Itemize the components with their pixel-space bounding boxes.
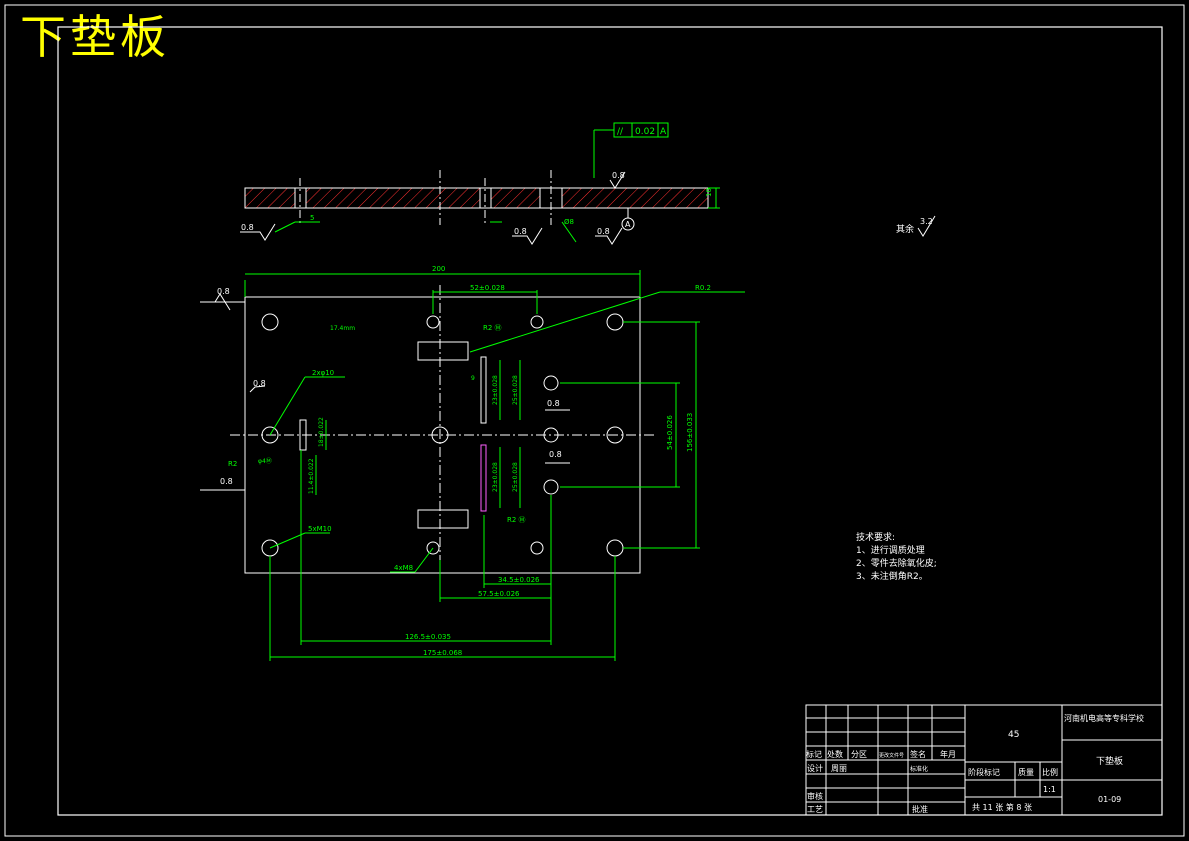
section-body (244, 187, 709, 209)
svg-text:4xM8: 4xM8 (394, 564, 413, 572)
svg-text:比例: 比例 (1042, 767, 1058, 777)
svg-text:标准化: 标准化 (910, 765, 928, 773)
svg-text:R2: R2 (228, 460, 237, 468)
svg-text:0.8: 0.8 (241, 223, 254, 232)
svg-text:工艺: 工艺 (807, 805, 823, 814)
svg-text:34.5±0.026: 34.5±0.026 (498, 576, 540, 584)
inner-frame (57, 26, 1163, 816)
svg-text:标记: 标记 (806, 749, 822, 759)
svg-text:11.4±0.022: 11.4±0.022 (308, 458, 315, 494)
svg-text:0.8: 0.8 (220, 477, 233, 486)
svg-text:54±0.026: 54±0.026 (666, 415, 674, 450)
svg-text:阶段标记: 阶段标记 (968, 767, 1000, 777)
svg-text:0.8: 0.8 (597, 227, 610, 236)
svg-text:更改文件号: 更改文件号 (879, 752, 904, 759)
svg-text:3、未注倒角R2。: 3、未注倒角R2。 (856, 570, 928, 582)
svg-text:5xM10: 5xM10 (308, 525, 332, 533)
drawing-title: 下垫板 (20, 10, 170, 64)
svg-text:0.8: 0.8 (253, 379, 266, 388)
svg-text:1、进行调质处理: 1、进行调质处理 (856, 544, 925, 556)
svg-text:签名: 签名 (910, 749, 926, 759)
svg-text:2xφ10: 2xφ10 (312, 369, 334, 377)
svg-text:φ4Ⓜ: φ4Ⓜ (258, 457, 272, 465)
svg-text:批准: 批准 (912, 804, 928, 814)
svg-text:1:1: 1:1 (1043, 785, 1056, 794)
svg-text:处数: 处数 (827, 749, 843, 759)
svg-text:0.8: 0.8 (612, 171, 625, 180)
svg-text:0.8: 0.8 (514, 227, 527, 236)
tech-requirements: 技术要求: 1、进行调质处理 2、零件去除氧化皮; 3、未注倒角R2。 (856, 531, 937, 582)
dim-thickness: 10 (705, 188, 713, 197)
outer-frame (4, 4, 1185, 837)
svg-text:200: 200 (432, 265, 445, 273)
tolerance-frame (613, 122, 669, 138)
svg-text:分区: 分区 (851, 750, 867, 759)
svg-text://: // (617, 127, 624, 137)
svg-text:A: A (660, 127, 667, 137)
svg-text:18±0.022: 18±0.022 (318, 417, 325, 447)
svg-text:23±0.028: 23±0.028 (492, 462, 499, 492)
svg-text:年月: 年月 (940, 749, 956, 759)
datum-a-symbol (621, 217, 635, 231)
svg-text:0.8: 0.8 (217, 287, 230, 296)
svg-text:9: 9 (471, 375, 475, 382)
svg-text:质量: 质量 (1018, 767, 1034, 777)
svg-text:2、零件去除氧化皮;: 2、零件去除氧化皮; (856, 557, 937, 569)
svg-text:25±0.028: 25±0.028 (512, 375, 519, 405)
svg-text:技术要求:: 技术要求: (856, 531, 895, 543)
svg-text:0.8: 0.8 (549, 450, 562, 459)
svg-text:5: 5 (310, 214, 314, 222)
svg-text:01-09: 01-09 (1098, 795, 1121, 804)
svg-text:河南机电高等专科学校: 河南机电高等专科学校 (1064, 713, 1144, 723)
section-view: 10 // 0.02 A A 0.8 0.8 0.8 0.8 5 Ø8 (240, 122, 720, 245)
svg-text:设计: 设计 (807, 763, 823, 773)
plan-view: 200 52±0.028 R0.2 R2 Ⓜ R2 Ⓜ (200, 265, 745, 661)
svg-text:156±0.033: 156±0.033 (686, 413, 694, 452)
title-block-text: 45 河南机电高等专科学校 下垫板 01-09 1:1 标记 处数 分区 更改文… (806, 713, 1144, 814)
svg-text:Ø8: Ø8 (564, 218, 574, 226)
svg-text:45: 45 (1008, 730, 1019, 740)
svg-text:0.02: 0.02 (635, 127, 655, 137)
svg-text:57.5±0.026: 57.5±0.026 (478, 590, 520, 598)
svg-text:17.4mm: 17.4mm (330, 325, 355, 332)
svg-text:周丽: 周丽 (831, 764, 847, 773)
svg-text:共 11 张 第 8 张: 共 11 张 第 8 张 (972, 802, 1032, 812)
svg-text:0.8: 0.8 (547, 399, 560, 408)
svg-text:下垫板: 下垫板 (1096, 755, 1123, 767)
svg-text:R0.2: R0.2 (695, 284, 711, 292)
svg-text:52±0.028: 52±0.028 (470, 284, 505, 292)
title-block (805, 704, 1163, 816)
other-roughness-value: 3.2 (920, 217, 933, 226)
svg-text:126.5±0.035: 126.5±0.035 (405, 633, 451, 641)
svg-text:175±0.068: 175±0.068 (423, 649, 462, 657)
svg-text:A: A (625, 220, 631, 229)
svg-text:R2 Ⓜ: R2 Ⓜ (507, 516, 526, 524)
other-roughness-label: 其余 (896, 223, 914, 235)
svg-text:23±0.028: 23±0.028 (492, 375, 499, 405)
svg-text:25±0.028: 25±0.028 (512, 462, 519, 492)
svg-text:审核: 审核 (807, 791, 823, 801)
svg-text:R2 Ⓜ: R2 Ⓜ (483, 324, 502, 332)
